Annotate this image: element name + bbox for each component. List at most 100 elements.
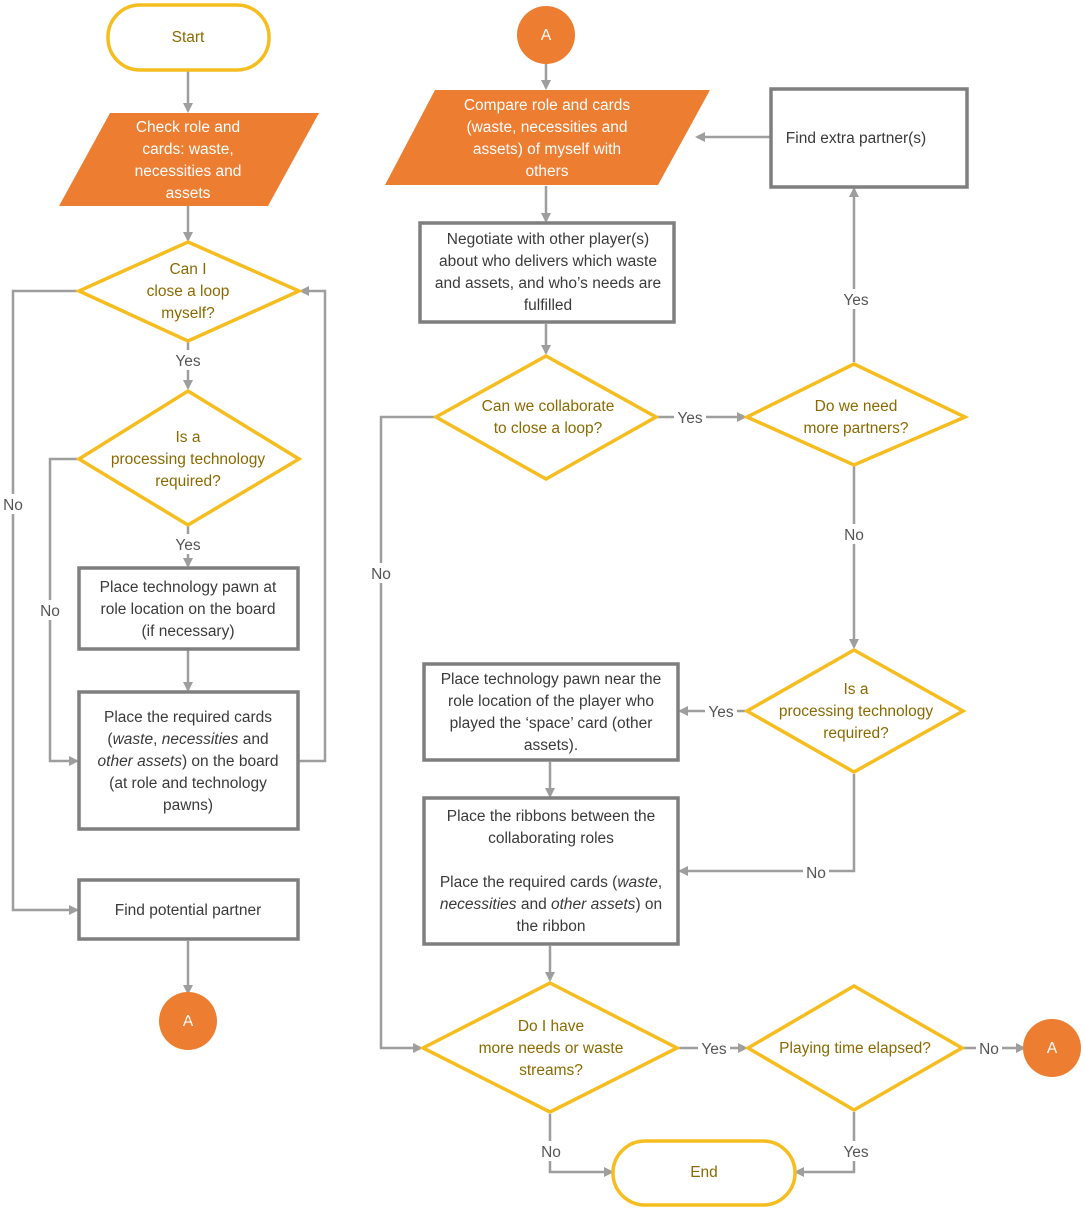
time-elapsed-decision: Playing time elapsed? <box>744 983 966 1113</box>
connector-left-text: A <box>183 1013 194 1030</box>
edge-label-yes: Yes <box>701 1041 727 1058</box>
is-processing-right-line: required? <box>823 725 889 742</box>
can-i-close-line: close a loop <box>147 283 230 300</box>
place-tech-near-line: assets). <box>524 737 578 754</box>
can-i-close-line: myself? <box>161 305 215 322</box>
check-role-input: Check role and cards: waste, necessities a… <box>59 113 319 206</box>
edge-label-no: No <box>541 1144 561 1161</box>
edge-labels: Yes Yes No No Yes Yes No No Yes No Yes N… <box>0 289 1002 1161</box>
is-processing-right-line: processing technology <box>779 703 933 720</box>
compare-role-line: assets) of myself with <box>473 141 621 158</box>
edge-placecards-loop-to-canI <box>299 286 327 763</box>
edge-canwe-no-to-moreneeds <box>379 415 436 1053</box>
edge-label-no: No <box>844 527 864 544</box>
place-tech-pawn-line: (if necessary) <box>141 623 234 640</box>
is-processing-required-decision-right: Is a processing technology required? <box>743 647 967 775</box>
edge-label-yes: Yes <box>843 292 869 309</box>
find-potential-line: Find potential partner <box>115 902 261 919</box>
place-required-cards-line: other assets) on the board <box>98 753 279 770</box>
negotiate-process: Negotiate with other player(s)about who … <box>418 221 676 324</box>
place-tech-near-line: Place technology pawn near the <box>441 671 662 688</box>
edge-isproc-no-to-ribbons <box>678 774 856 876</box>
is-processing-left-line: required? <box>155 473 221 490</box>
place-ribbons-line: necessities and other assets) on <box>440 896 662 913</box>
check-role-line: necessities and <box>135 163 242 180</box>
is-processing-left-line: processing technology <box>111 451 265 468</box>
edge-label-yes: Yes <box>175 353 201 370</box>
connector-right-text: A <box>1047 1040 1058 1057</box>
negotiate-line: fulfilled <box>524 297 572 314</box>
connector-top-line: A <box>541 27 552 44</box>
is-processing-required-decision-left: Is a processing technology required? <box>75 388 303 528</box>
check-role-line: cards: waste, <box>142 141 233 158</box>
edge-moreneeds-no-to-end <box>548 1114 614 1177</box>
is-processing-left-line: Is a <box>176 429 201 446</box>
edge-label-no: No <box>806 865 826 882</box>
place-ribbons-line: Place the ribbons between the <box>447 808 656 825</box>
connector-a-top: A <box>517 6 575 64</box>
more-needs-line: more needs or waste <box>479 1040 624 1057</box>
time-elapsed-line: Playing time elapsed? <box>779 1040 931 1057</box>
edge-label-no: No <box>979 1041 999 1058</box>
find-potential-partner-process: Find potential partner <box>77 878 300 941</box>
edge-canI-no-to-find <box>11 289 79 915</box>
place-tech-pawn-process: Place technology pawn at role location on… <box>77 566 300 651</box>
edge-label-no: No <box>40 603 60 620</box>
can-we-collab-line: to close a loop? <box>494 420 603 437</box>
find-extra-text: Find extra partner(s) <box>786 130 926 147</box>
place-tech-pawn-line: Place technology pawn at <box>100 579 277 596</box>
connector-left-line: A <box>183 1013 194 1030</box>
connector-a-right: A <box>1023 1019 1081 1077</box>
negotiate-line: Negotiate with other player(s) <box>447 231 649 248</box>
place-required-cards-line: pawns) <box>163 797 213 814</box>
edge-label-no: No <box>371 566 391 583</box>
connector-top-text: A <box>541 27 552 44</box>
place-required-cards-process: Place the required cards (waste, necessit… <box>77 690 300 831</box>
edge-time-yes-to-end <box>794 1112 856 1177</box>
place-required-cards-line: (waste, necessities and <box>107 731 268 748</box>
is-processing-left-text: Is a processing technology required? <box>111 429 265 490</box>
negotiate-text: Negotiate with other player(s)about who … <box>435 231 661 314</box>
place-required-cards-line: (at role and technology <box>109 775 267 792</box>
time-elapsed-text: Playing time elapsed? <box>779 1040 931 1057</box>
end-text: End <box>690 1164 718 1181</box>
need-more-line: Do we need <box>815 398 898 415</box>
start-text: Start <box>172 29 205 46</box>
edge-label-yes: Yes <box>175 537 201 554</box>
can-we-collaborate-decision: Can we collaborate to close a loop? <box>432 353 660 482</box>
place-required-cards-line: Place the required cards <box>104 709 272 726</box>
place-required-cards-text: Place the required cards (waste, necessit… <box>98 709 279 814</box>
edge-label-no: No <box>3 497 23 514</box>
more-needs-decision: Do I have more needs or waste streams? <box>419 981 681 1114</box>
connector-a-left: A <box>159 992 217 1050</box>
can-we-collab-text: Can we collaborate to close a loop? <box>482 398 615 437</box>
edge-label-yes: Yes <box>677 410 703 427</box>
end-terminator: End <box>611 1139 797 1207</box>
check-role-line: assets <box>166 185 211 202</box>
compare-role-input: Compare role and cards(waste, necessitie… <box>385 90 710 185</box>
place-tech-near-line: played the ‘space’ card (other <box>450 715 653 732</box>
is-processing-right-line: Is a <box>844 681 869 698</box>
compare-role-text: Compare role and cards(waste, necessitie… <box>464 97 631 180</box>
place-ribbons-line: Place the required cards (waste, <box>440 874 662 891</box>
place-tech-pawn-text: Place technology pawn at role location on… <box>100 579 277 640</box>
more-needs-line: Do I have <box>518 1018 584 1035</box>
negotiate-line: and assets, and who’s needs are <box>435 275 661 292</box>
place-ribbons-line: the ribbon <box>517 918 586 935</box>
place-tech-pawn-line: role location on the board <box>101 601 276 618</box>
check-role-line: Check role and <box>136 119 240 136</box>
start-terminator: Start <box>106 3 271 72</box>
compare-role-line: Compare role and cards <box>464 97 631 114</box>
edge-label-yes: Yes <box>843 1144 869 1161</box>
more-needs-line: streams? <box>519 1062 583 1079</box>
can-we-collab-line: Can we collaborate <box>482 398 615 415</box>
is-processing-right-text: Is a processing technology required? <box>779 681 933 742</box>
